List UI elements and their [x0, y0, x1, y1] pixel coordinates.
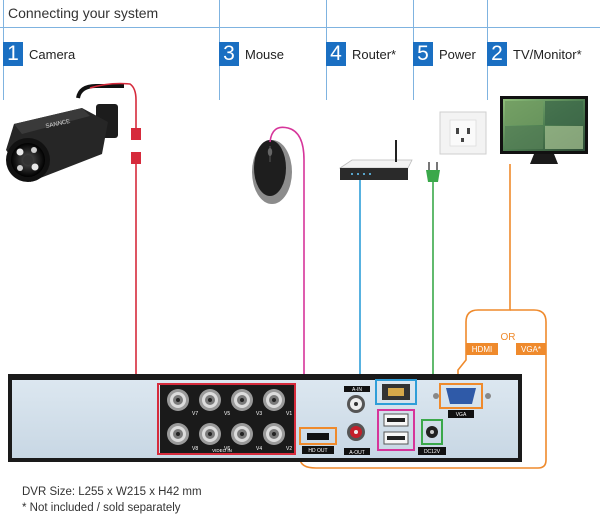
router-cable [359, 180, 393, 392]
hdmi-port [299, 427, 337, 454]
or-label: OR [501, 332, 516, 343]
audio-out-port [344, 423, 370, 455]
vga-tag: VGA* [521, 345, 541, 354]
lan-port [375, 379, 417, 405]
step-number: 3 [219, 42, 239, 66]
camera-port-highlight [157, 383, 296, 455]
device-name: Mouse [245, 46, 285, 62]
title-rule [0, 27, 600, 28]
v3-label: V3 [256, 411, 262, 417]
hdmi-tag-bg [466, 343, 498, 355]
device-name: TV/Monitor* [513, 46, 582, 62]
dc12v-label: DC12V [424, 449, 441, 455]
monitor-icon [500, 96, 588, 164]
device-label-router: 4 Router* [326, 42, 396, 66]
hdmi-tag: HDMI [472, 345, 492, 354]
step-number: 1 [3, 42, 23, 66]
bnc-connector [263, 423, 285, 445]
device-name: Router* [352, 46, 397, 62]
dc-power-port [418, 419, 446, 455]
bnc-connector [263, 389, 285, 411]
bnc-connector [231, 423, 253, 445]
bnc-connector [199, 423, 221, 445]
v6-label: V6 [224, 446, 230, 452]
device-name: Power [439, 46, 476, 62]
step-number: 5 [413, 42, 433, 66]
mouse-icon [252, 140, 292, 204]
v1-label: V1 [286, 411, 292, 417]
device-label-power: 5 Power [413, 42, 476, 66]
step-number: 2 [487, 42, 507, 66]
video-in-label: VIDEO IN [212, 448, 232, 453]
v2-label: V2 [286, 446, 292, 452]
power-outlet-icon [439, 111, 487, 155]
device-label-camera: 1 Camera [3, 42, 75, 66]
hd-out-label: HD OUT [308, 448, 327, 454]
dvr-size-note: DVR Size: L255 x W215 x H42 mm [22, 486, 202, 498]
bnc-connector [167, 423, 189, 445]
a-in-label: A-IN [352, 387, 362, 393]
bnc-ports [167, 389, 285, 445]
vga-label: VGA [456, 412, 467, 418]
usb-ports [377, 409, 415, 451]
power-plug-icon [426, 162, 440, 182]
router-icon [338, 140, 413, 180]
step-number: 4 [326, 42, 346, 66]
page-title: Connecting your system [8, 5, 159, 21]
bnc-connector [167, 389, 189, 411]
monitor-cable [299, 164, 547, 469]
not-included-note: * Not included / sold separately [22, 502, 181, 514]
bnc-connector [199, 389, 221, 411]
device-name: Camera [29, 46, 76, 62]
device-label-mouse: 3 Mouse [219, 42, 284, 66]
v7-label: V7 [192, 411, 198, 417]
vga-port [433, 383, 491, 418]
bnc-connector [231, 389, 253, 411]
dvr-unit [8, 374, 522, 462]
device-label-monitor: 2 TV/Monitor* [487, 42, 582, 66]
v5-label: V5 [224, 411, 230, 417]
camera-icon [6, 84, 124, 182]
camera-brand: SANNCE [45, 119, 71, 130]
audio-in-port [344, 386, 370, 413]
v4-label: V4 [256, 446, 262, 452]
v8-label: V8 [192, 446, 198, 452]
vga-tag-bg [516, 343, 546, 355]
a-out-label: A-OUT [349, 450, 365, 456]
